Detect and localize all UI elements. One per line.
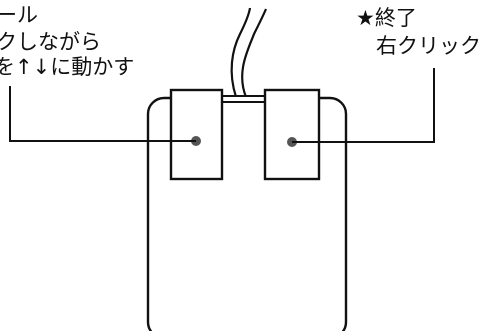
left-label-line-2: クしながら (0, 30, 101, 54)
left-leader-line (9, 86, 196, 142)
right-label-line-2: 右クリック (376, 34, 481, 58)
left-label-line-3: を↑↓に動かす (0, 55, 134, 79)
right-mouse-button (263, 88, 321, 181)
mouse-cable-strand-a (230, 7, 252, 98)
left-mouse-button (169, 88, 224, 181)
mouse-cable-strand-b (241, 8, 268, 98)
left-label-line-1: ール (0, 3, 38, 27)
right-label-line-1: ★終了 (356, 6, 417, 30)
mouse-cable-connector (220, 95, 266, 103)
right-leader-line (292, 68, 435, 143)
